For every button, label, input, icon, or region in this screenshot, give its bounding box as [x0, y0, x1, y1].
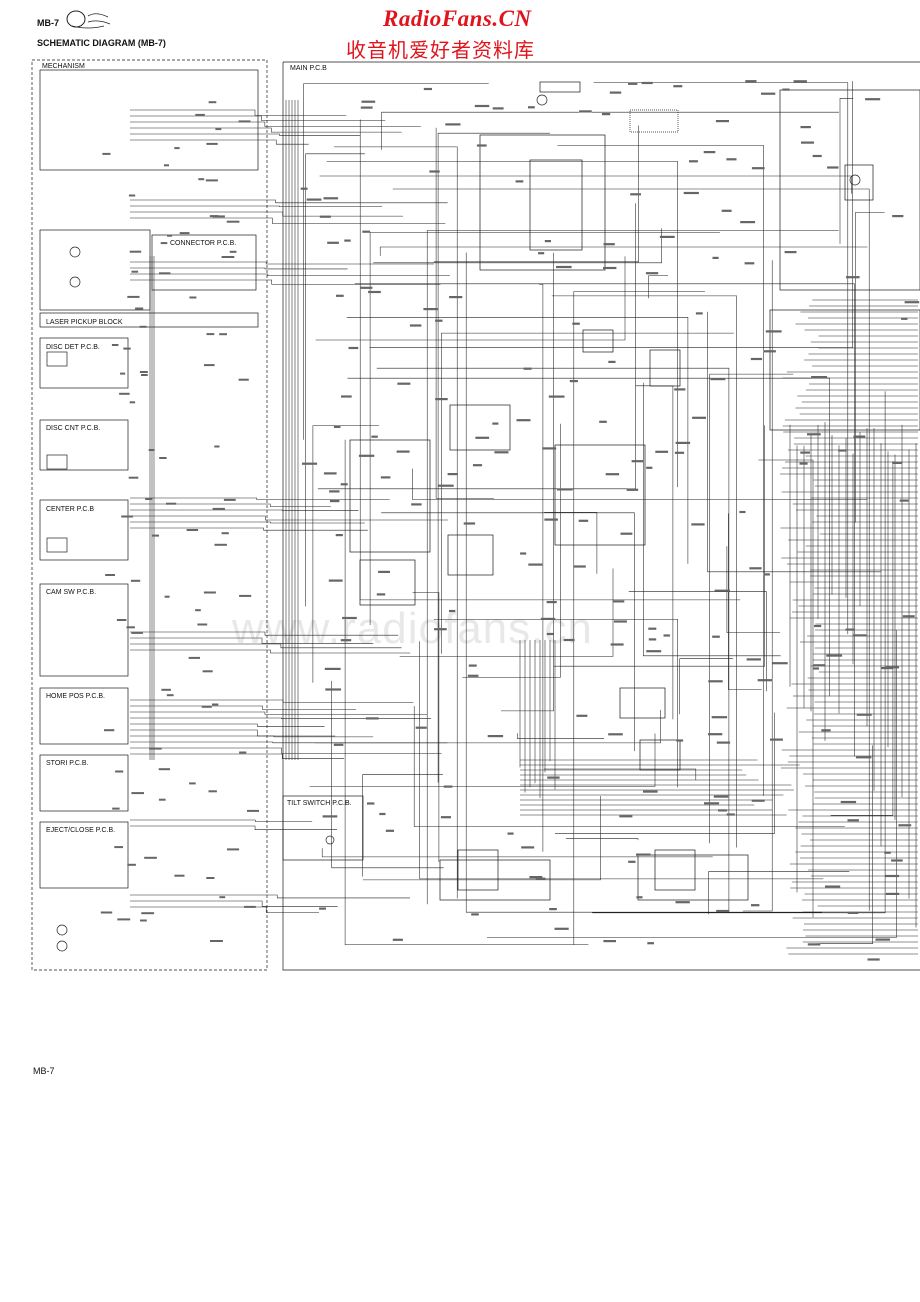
center-box: [39, 499, 129, 561]
stocker-motor-symbol: [56, 940, 68, 952]
label-center: CENTER P.C.B: [46, 506, 94, 513]
brand-subtitle: 收音机爱好者资料库: [346, 38, 535, 62]
label-cam-sw: CAM SW P.C.B.: [46, 589, 96, 596]
disc-motor-symbol: [69, 276, 81, 288]
label-disc-det: DISC DET P.C.B.: [46, 344, 100, 351]
laser-pickup-box: [39, 312, 259, 328]
home-pos-box: [39, 687, 129, 745]
ic-dsp: [554, 444, 646, 546]
loading-motor-symbol: [56, 924, 68, 936]
transistor-symbol: [536, 94, 548, 106]
component-symbols: [46, 94, 861, 952]
mechanism-switch-box: [39, 69, 259, 171]
label-laser-pickup: LASER PICKUP BLOCK: [46, 319, 123, 326]
label-tilt-switch: TILT SWITCH P.C.B.: [287, 800, 352, 807]
disc-det-box: [39, 337, 129, 389]
eject-close-box: [39, 821, 129, 889]
label-eject-close: EJECT/CLOSE P.C.B.: [46, 827, 115, 834]
page-code: MB-7: [37, 18, 59, 28]
cam-sw-box: [39, 583, 129, 677]
main-pcb-frame: [282, 62, 920, 971]
stori-box: [39, 754, 129, 812]
label-stori: STORI P.C.B.: [46, 760, 89, 767]
photo-sensor-1: [46, 351, 68, 367]
component-labels: [100, 80, 920, 961]
footer-page-code: MB-7: [33, 1066, 55, 1076]
tilt-switch-box: [282, 795, 364, 861]
page-title: SCHEMATIC DIAGRAM (MB-7): [37, 38, 166, 48]
handwritten-stamp: [66, 10, 111, 29]
ic-top: [529, 159, 583, 251]
photo-sensor-3: [46, 537, 68, 553]
ic-spindle-driver: [654, 849, 696, 891]
label-home-pos: HOME POS P.C.B.: [46, 693, 105, 700]
photo-sensor-2: [46, 454, 68, 470]
wiring-traces: [130, 81, 918, 955]
label-connector-pcb: CONNECTOR P.C.B.: [170, 240, 236, 247]
mechanism-frame: [31, 59, 268, 971]
label-mechanism: MECHANISM: [42, 63, 85, 70]
ic-sled-driver: [457, 849, 499, 891]
block-labels: MECHANISM MAIN P.C.B CONNECTOR P.C.B. LA…: [42, 63, 352, 834]
label-main-pcb: MAIN P.C.B: [290, 65, 327, 72]
tilt-sensor-symbol: [325, 835, 335, 845]
label-disc-cnt: DISC CNT P.C.B.: [46, 425, 100, 432]
feed-motor-symbol: [69, 246, 81, 258]
motor-box: [39, 229, 151, 311]
disc-cnt-box: [39, 419, 129, 471]
brand-logo: RadioFans.CN: [383, 6, 532, 31]
ic-left: [349, 439, 431, 553]
